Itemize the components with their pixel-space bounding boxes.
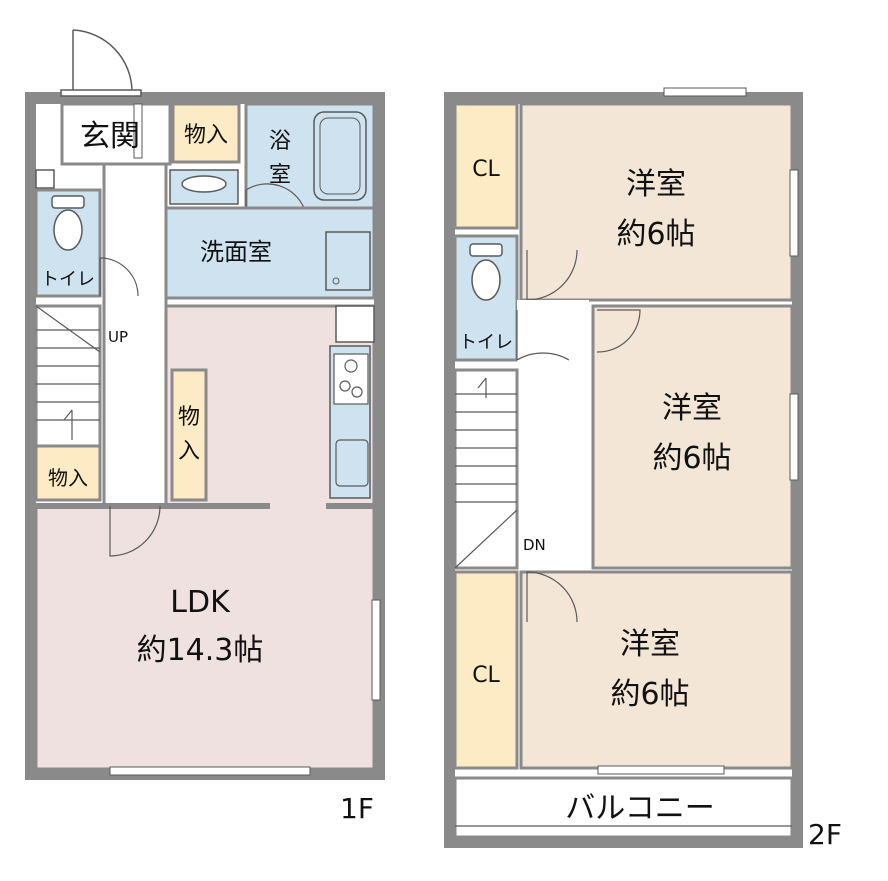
window-room-c-bottom xyxy=(597,765,725,775)
window-ldk-bottom xyxy=(109,766,311,776)
window-room-a-top xyxy=(663,87,747,97)
closet-bottom xyxy=(453,570,519,770)
bath-label-1: 浴 xyxy=(269,129,291,154)
bath-door-swing xyxy=(245,183,305,209)
toilet-1f-icon xyxy=(51,195,85,251)
storage-low-label: 物入 xyxy=(48,466,88,490)
closet-top xyxy=(453,102,519,230)
room-b xyxy=(591,304,794,570)
window-room-b-side xyxy=(789,393,799,481)
window-ldk-right xyxy=(371,599,381,701)
closet-bottom-label: CL xyxy=(472,663,500,688)
floor-1f: 玄関 物入 浴 室 洗面室 トイレ UP 物 入 物入 LDK 約14.3帖 1… xyxy=(25,29,385,825)
kitchen-sink-icon xyxy=(335,439,369,487)
room-b-name-label: 洋室 xyxy=(662,391,722,426)
sink-icon xyxy=(181,175,227,193)
room-a-door-swing xyxy=(526,249,578,301)
storage-mid xyxy=(170,368,208,502)
toilet-2f-icon xyxy=(469,243,503,301)
stairs-1f xyxy=(34,304,102,456)
fridge-space xyxy=(335,305,375,343)
washroom-label: 洗面室 xyxy=(200,238,272,266)
storage-mid-label-1: 物 xyxy=(178,405,200,430)
room-c-name-label: 洋室 xyxy=(620,627,680,662)
room-a-size-label: 約6帖 xyxy=(616,217,695,252)
window-genkan xyxy=(133,103,143,159)
balcony xyxy=(453,776,794,839)
genkan-label: 玄関 xyxy=(80,119,140,154)
room-c-size-label: 約6帖 xyxy=(610,677,689,712)
room-c xyxy=(519,570,794,770)
balcony-label: バルコニー xyxy=(565,791,714,826)
storage-top-label: 物入 xyxy=(184,123,228,148)
ldk-room xyxy=(34,304,376,771)
stair-down-label: DN xyxy=(523,536,546,554)
room-b-size-label: 約6帖 xyxy=(652,441,731,476)
ldk-name-label: LDK xyxy=(170,585,231,620)
ldk-size-label: 約14.3帖 xyxy=(137,633,264,668)
floor-1f-label: 1F xyxy=(340,792,374,825)
toilet-1f-label: トイレ xyxy=(41,269,95,290)
hallway-2f xyxy=(517,300,589,572)
room-c-door-swing xyxy=(526,571,578,623)
floor-2f-label: 2F xyxy=(808,818,842,851)
room-a xyxy=(519,102,794,302)
room-b-door-swing xyxy=(596,309,641,353)
toilet-2f-door-swing xyxy=(516,310,570,362)
room-a-name-label: 洋室 xyxy=(626,167,686,202)
stove-icon xyxy=(333,353,369,405)
corridor xyxy=(102,162,168,508)
ldk-door-swing xyxy=(109,505,161,557)
storage-mid-label-2: 入 xyxy=(178,439,200,464)
entrance-door xyxy=(60,29,142,97)
storage-low xyxy=(34,444,102,502)
toilet-1f-door-swing xyxy=(99,257,139,297)
bath-label-2: 室 xyxy=(269,163,291,188)
stairs-2f xyxy=(453,368,519,570)
stair-up-label: UP xyxy=(108,328,128,346)
closet-top-label: CL xyxy=(472,157,500,182)
bathtub-icon xyxy=(313,111,367,201)
storage-top xyxy=(171,102,241,164)
floor-2f: CL 洋室 約6帖 トイレ 洋室 約6帖 DN CL 洋室 約6帖 バルコニー … xyxy=(444,87,842,851)
toilet-2f-label: トイレ xyxy=(459,332,513,353)
small-box xyxy=(35,169,55,189)
window-room-a-side xyxy=(789,169,799,257)
